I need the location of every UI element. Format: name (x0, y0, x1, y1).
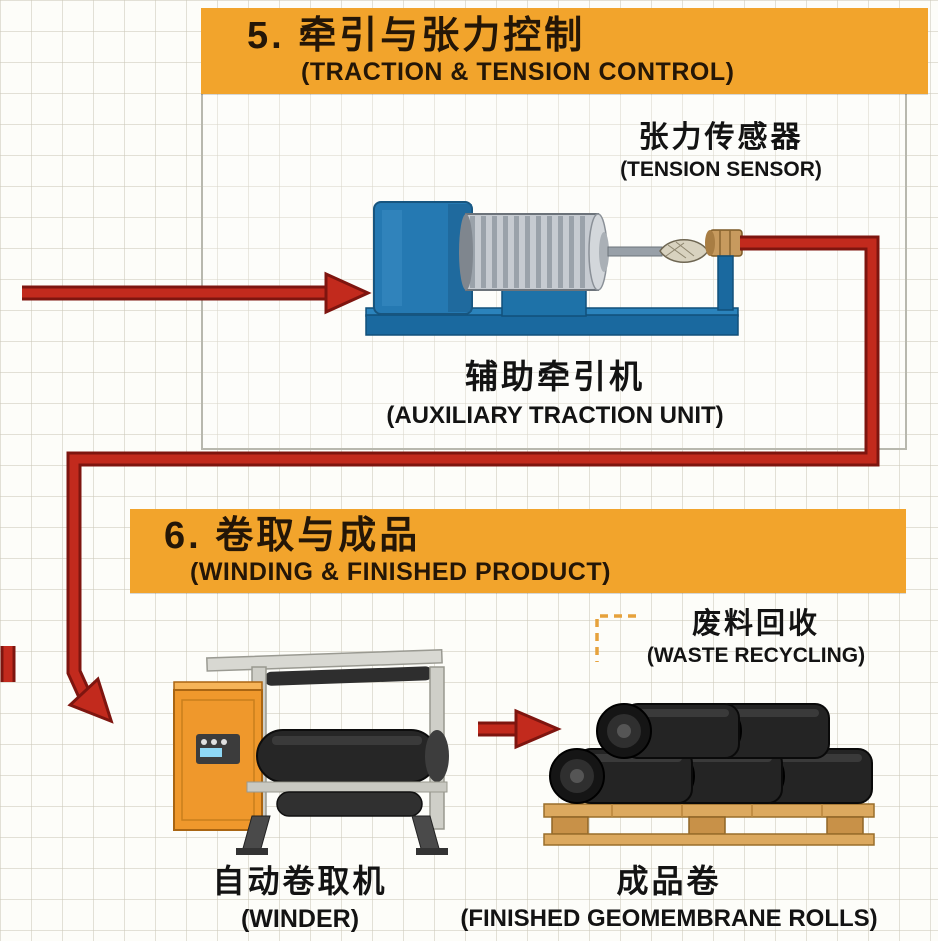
section5-subtitle: (TRACTION & TENSION CONTROL) (301, 57, 735, 86)
waste-recycling-label-zh: 废料回收 (691, 608, 820, 640)
winder-label-zh: 自动卷取机 (212, 863, 388, 899)
waste-recycling-label-en: (WASTE RECYCLING) (646, 644, 866, 667)
finished-rolls-graphic (543, 703, 875, 846)
tension-sensor-label: 张力传感器 (TENSION SENSOR) (578, 112, 864, 182)
winder-graphic (173, 649, 449, 855)
waste-recycling-label: 废料回收 (WASTE RECYCLING) (616, 600, 896, 668)
tension-sensor-label-zh: 张力传感器 (638, 121, 804, 154)
section6-banner: 6. 卷取与成品 (WINDING & FINISHED PRODUCT) (130, 509, 906, 593)
section5-banner: 5. 牵引与张力控制 (TRACTION & TENSION CONTROL) (201, 8, 928, 94)
finished-rolls-label-en: (FINISHED GEOMEMBRANE ROLLS) (460, 905, 878, 932)
traction-unit-label: 辅助牵引机 (AUXILIARY TRACTION UNIT) (330, 350, 780, 430)
finished-rolls-illustration (532, 668, 882, 858)
winder-label: 自动卷取机 (WINDER) (163, 856, 437, 934)
section5-title: 5. 牵引与张力控制 (247, 14, 586, 57)
traction-unit-label-en: (AUXILIARY TRACTION UNIT) (386, 402, 724, 429)
traction-unit-label-zh: 辅助牵引机 (465, 358, 645, 395)
section6-title: 6. 卷取与成品 (164, 514, 421, 557)
traction-unit-illustration (352, 182, 752, 344)
winder-illustration (152, 642, 477, 857)
traction-unit-graphic (365, 201, 743, 336)
section6-subtitle: (WINDING & FINISHED PRODUCT) (190, 557, 611, 586)
tension-sensor-label-en: (TENSION SENSOR) (620, 158, 822, 181)
finished-rolls-label: 成品卷 (FINISHED GEOMEMBRANE ROLLS) (438, 856, 900, 933)
finished-rolls-label-zh: 成品卷 (616, 863, 722, 899)
winder-label-en: (WINDER) (240, 905, 360, 933)
